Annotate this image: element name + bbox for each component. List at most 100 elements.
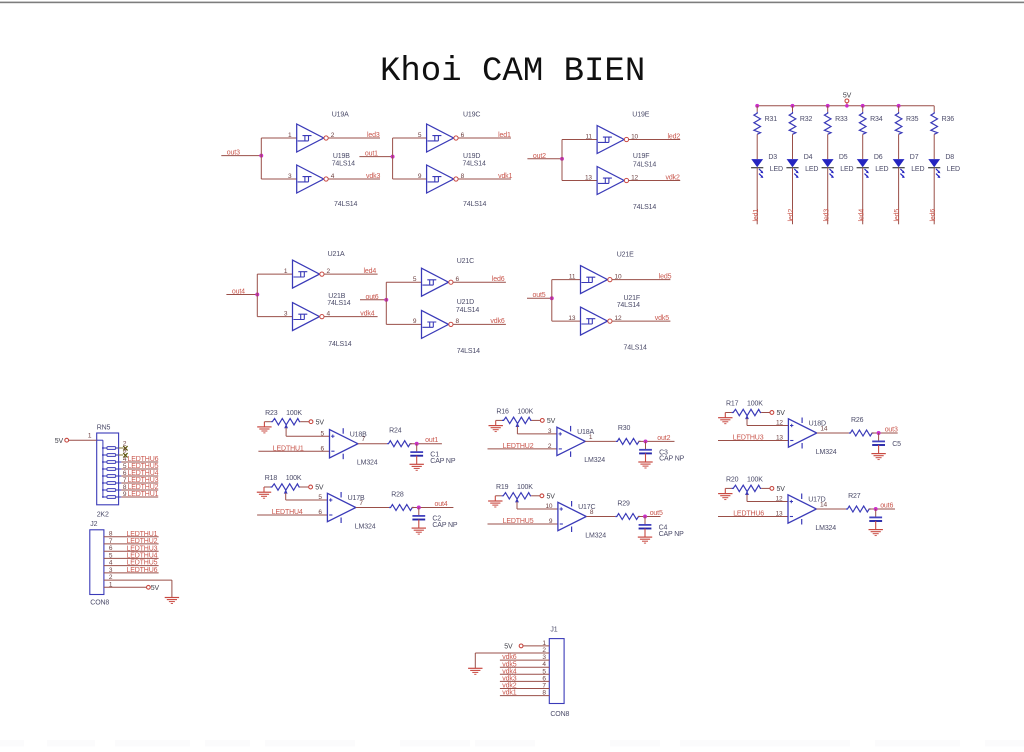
svg-text:R16: R16	[496, 409, 509, 416]
svg-text:5V: 5V	[547, 418, 556, 425]
svg-text:LM324: LM324	[815, 525, 836, 532]
svg-text:5: 5	[542, 668, 546, 675]
svg-text:74LS14: 74LS14	[327, 300, 350, 307]
svg-text:vdk4: vdk4	[502, 668, 516, 675]
svg-text:74LS14: 74LS14	[633, 161, 656, 168]
svg-text:led5: led5	[894, 209, 901, 222]
svg-text:4: 4	[327, 310, 331, 317]
svg-text:LEDTHU1: LEDTHU1	[127, 531, 158, 538]
svg-text:out4: out4	[232, 289, 245, 296]
svg-text:R24: R24	[389, 428, 402, 435]
svg-text:5: 5	[413, 276, 417, 283]
svg-text:led6: led6	[492, 276, 505, 283]
svg-text:U19B: U19B	[333, 153, 350, 160]
svg-text:U21A: U21A	[328, 251, 345, 258]
svg-text:74LS14: 74LS14	[334, 201, 357, 208]
svg-text:R30: R30	[618, 425, 631, 432]
svg-text:1: 1	[589, 434, 593, 441]
svg-text:100K: 100K	[286, 475, 302, 482]
svg-text:12: 12	[631, 174, 638, 181]
svg-text:D7: D7	[910, 154, 919, 161]
svg-text:5: 5	[123, 463, 127, 470]
svg-text:U21D: U21D	[457, 299, 474, 306]
svg-text:100K: 100K	[517, 484, 533, 491]
svg-text:3: 3	[548, 428, 552, 435]
svg-text:2K2: 2K2	[97, 511, 109, 518]
svg-text:3: 3	[542, 654, 546, 661]
svg-text:out5: out5	[650, 510, 663, 517]
svg-text:vdk6: vdk6	[502, 654, 516, 661]
svg-text:8: 8	[590, 509, 594, 516]
svg-text:7: 7	[542, 683, 546, 690]
svg-text:led4: led4	[364, 268, 377, 275]
svg-text:LM324: LM324	[584, 457, 605, 464]
svg-text:LEDTHU3: LEDTHU3	[128, 477, 159, 484]
svg-text:LM324: LM324	[816, 449, 837, 456]
svg-text:2: 2	[331, 132, 335, 139]
svg-text:U18A: U18A	[577, 429, 594, 436]
svg-text:vdk3: vdk3	[502, 676, 516, 683]
svg-text:7: 7	[109, 538, 113, 545]
svg-text:13: 13	[776, 435, 783, 442]
svg-text:5V: 5V	[547, 493, 556, 500]
svg-text:12: 12	[776, 420, 783, 427]
svg-text:R19: R19	[496, 484, 509, 491]
svg-text:R23: R23	[265, 410, 278, 417]
svg-text:11: 11	[569, 273, 576, 280]
svg-text:LEDTHU4: LEDTHU4	[272, 509, 303, 516]
svg-text:5V: 5V	[315, 485, 324, 492]
svg-text:D6: D6	[874, 154, 883, 161]
svg-text:12: 12	[615, 315, 622, 322]
svg-text:C1: C1	[430, 452, 439, 459]
svg-text:vdk1: vdk1	[498, 173, 512, 180]
svg-text:U18D: U18D	[809, 421, 826, 428]
svg-text:led2: led2	[788, 209, 795, 222]
svg-text:1: 1	[284, 268, 288, 275]
svg-text:led5: led5	[659, 273, 672, 280]
svg-text:out5: out5	[533, 292, 546, 299]
svg-text:R20: R20	[726, 477, 739, 484]
svg-text:14: 14	[820, 502, 827, 509]
svg-text:74LS14: 74LS14	[328, 341, 351, 348]
svg-text:R35: R35	[906, 116, 919, 123]
svg-text:CAP NP: CAP NP	[432, 522, 458, 529]
svg-text:R34: R34	[870, 116, 883, 123]
svg-text:9: 9	[413, 318, 417, 325]
svg-text:vdk6: vdk6	[490, 318, 504, 325]
svg-text:LEDTHU4: LEDTHU4	[127, 553, 158, 560]
svg-text:100K: 100K	[747, 401, 763, 408]
svg-text:led3: led3	[823, 209, 830, 222]
svg-text:6: 6	[321, 445, 325, 452]
svg-text:7: 7	[359, 500, 363, 507]
svg-text:74LS14: 74LS14	[332, 160, 355, 167]
svg-text:out3: out3	[885, 426, 898, 433]
svg-text:74LS14: 74LS14	[463, 201, 486, 208]
svg-text:LED: LED	[947, 166, 960, 173]
svg-text:R17: R17	[726, 401, 739, 408]
svg-text:CAP NP: CAP NP	[430, 458, 456, 465]
svg-text:1: 1	[542, 640, 546, 647]
svg-text:2: 2	[123, 441, 127, 448]
svg-text:1: 1	[288, 132, 292, 139]
svg-text:C2: C2	[432, 516, 441, 523]
svg-text:10: 10	[631, 133, 638, 140]
svg-text:led6: led6	[930, 209, 937, 222]
svg-text:R32: R32	[800, 116, 813, 123]
svg-text:3: 3	[288, 173, 292, 180]
svg-text:LED: LED	[840, 166, 853, 173]
svg-text:11: 11	[585, 133, 592, 140]
svg-text:U19F: U19F	[633, 153, 650, 160]
svg-text:2: 2	[542, 647, 546, 654]
svg-text:CON8: CON8	[550, 711, 569, 718]
svg-text:1: 1	[109, 581, 113, 588]
svg-text:7: 7	[123, 477, 127, 484]
svg-text:7: 7	[362, 436, 366, 443]
svg-text:74LS14: 74LS14	[633, 204, 656, 211]
svg-text:2: 2	[548, 443, 552, 450]
svg-text:C5: C5	[892, 441, 901, 448]
svg-text:5V: 5V	[151, 585, 160, 592]
svg-text:5V: 5V	[504, 643, 513, 650]
svg-text:13: 13	[568, 315, 575, 322]
svg-text:10: 10	[545, 503, 552, 510]
svg-text:LEDTHU3: LEDTHU3	[127, 545, 158, 552]
